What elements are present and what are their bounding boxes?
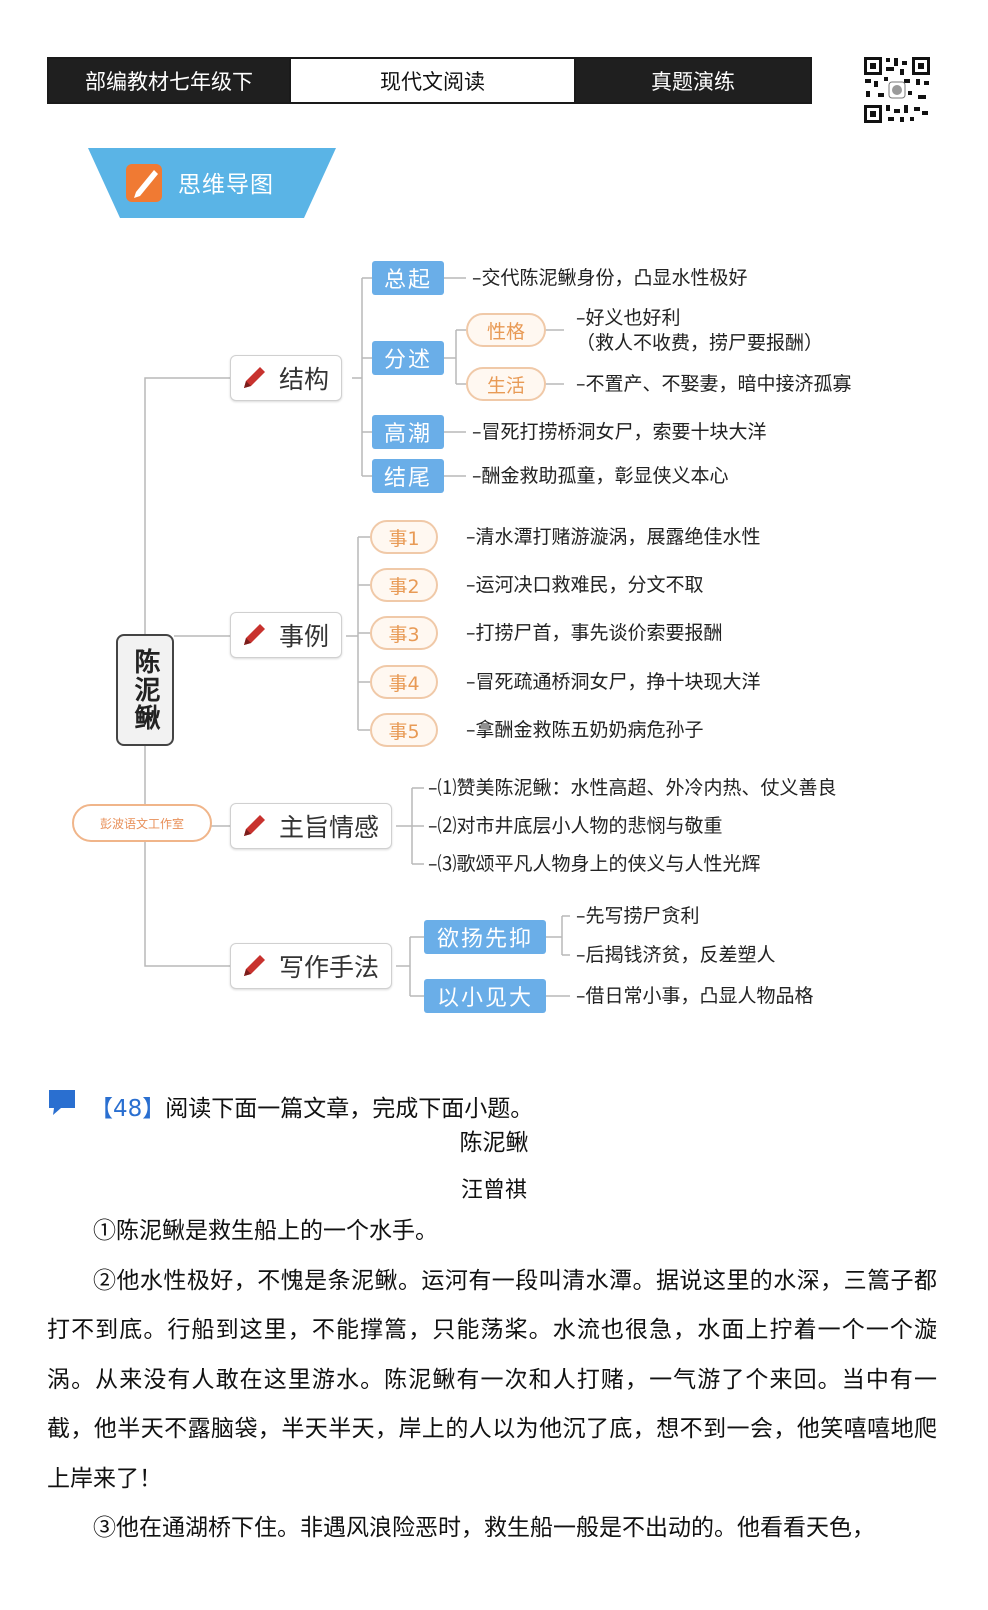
article-body: ①陈泥鳅是救生船上的一个水手。 ②他水性极好，不愧是条泥鳅。运河有一段叫清水潭。…: [47, 1207, 937, 1554]
question-prompt: 阅读下面一篇文章，完成下面小题。: [165, 1096, 534, 1122]
category-technique: 写作手法: [230, 943, 393, 989]
category-label: 结构: [279, 365, 330, 394]
header-subject: 现代文阅读: [289, 59, 576, 102]
mindmap-root: 陈泥鳅: [116, 634, 174, 746]
text-event-4: –冒死疏通桥洞女尸，挣十块现大洋: [466, 671, 761, 693]
technique-text-2: –后揭钱济贫，反差塑人: [576, 944, 776, 966]
pen-icon: [244, 367, 265, 388]
theme-item-2: –⑵对市井底层小人物的悲悯与敬重: [428, 815, 723, 837]
paragraph-2: ②他水性极好，不愧是条泥鳅。运河有一段叫清水潭。据说这里的水深，三篙子都打不到底…: [47, 1267, 937, 1492]
text-personality-1: –好义也好利: [576, 307, 681, 329]
studio-stamp: 彭波语文工作室: [72, 804, 212, 842]
pen-icon: [244, 955, 265, 976]
tag-climax: 高潮: [372, 415, 444, 449]
tag-intro: 总起: [372, 261, 444, 295]
paragraph-3: ③他在通湖桥下住。非遇风浪险恶时，救生船一般是不出动的。他看看天色，: [93, 1515, 875, 1541]
text-intro: –交代陈泥鳅身份，凸显水性极好: [472, 267, 748, 289]
category-structure: 结构: [230, 355, 343, 401]
paragraph-1: ①陈泥鳅是救生船上的一个水手。: [93, 1218, 438, 1244]
tag-ending: 结尾: [372, 459, 444, 493]
tag-restrain-praise: 欲扬先抑: [424, 920, 546, 954]
article-author: 汪曾祺: [460, 1178, 527, 1203]
text-personality-2: （救人不收费，捞尸要报酬）: [576, 332, 824, 354]
tag-life: 生活: [466, 367, 546, 401]
pen-icon: [244, 624, 265, 645]
text-life: –不置产、不娶妻，暗中接济孤寡: [576, 373, 852, 395]
tag-event-3: 事3: [370, 616, 438, 650]
category-theme: 主旨情感: [230, 803, 393, 849]
tag-event-1: 事1: [370, 520, 438, 554]
header-grade: 部编教材七年级下: [49, 59, 289, 102]
question-line: 【48】阅读下面一篇文章，完成下面小题。: [90, 1089, 533, 1123]
mindmap-banner: [88, 148, 336, 218]
category-label: 主旨情感: [279, 813, 380, 842]
theme-item-3: –⑶歌颂平凡人物身上的侠义与人性光辉: [428, 853, 761, 875]
text-ending: –酬金救助孤童，彰显侠义本心: [472, 465, 729, 487]
tag-detail: 分述: [372, 341, 444, 375]
article-title: 陈泥鳅: [459, 1130, 529, 1156]
question-number: 【48】: [90, 1096, 166, 1122]
header-bar: 部编教材七年级下 现代文阅读 真题演练: [47, 57, 812, 104]
technique-text-3: –借日常小事，凸显人物品格: [576, 985, 814, 1007]
tag-small-to-large: 以小见大: [424, 979, 546, 1013]
technique-text-1: –先写捞尸贪利: [576, 905, 700, 927]
text-climax: –冒死打捞桥洞女尸，索要十块大洋: [472, 421, 767, 443]
text-event-2: –运河决口救难民，分文不取: [466, 574, 704, 596]
banner-label: 思维导图: [178, 172, 274, 198]
text-event-5: –拿酬金救陈五奶奶病危孙子: [466, 719, 704, 741]
category-label: 写作手法: [279, 953, 380, 982]
theme-item-1: –⑴赞美陈泥鳅：水性高超、外冷内热、仗义善良: [428, 777, 837, 799]
tag-personality: 性格: [466, 313, 546, 347]
category-label: 事例: [279, 622, 330, 651]
category-examples: 事例: [230, 612, 343, 658]
tag-event-4: 事4: [370, 665, 438, 699]
tag-event-5: 事5: [370, 713, 438, 747]
text-event-1: –清水潭打赌游漩涡，展露绝佳水性: [466, 526, 761, 548]
header-section: 真题演练: [576, 59, 810, 102]
text-event-3: –打捞尸首，事先谈价索要报酬: [466, 622, 723, 644]
tag-event-2: 事2: [370, 568, 438, 602]
question-icon: [49, 1090, 75, 1115]
qr-code-icon: [862, 55, 932, 125]
pen-icon: [244, 815, 265, 836]
